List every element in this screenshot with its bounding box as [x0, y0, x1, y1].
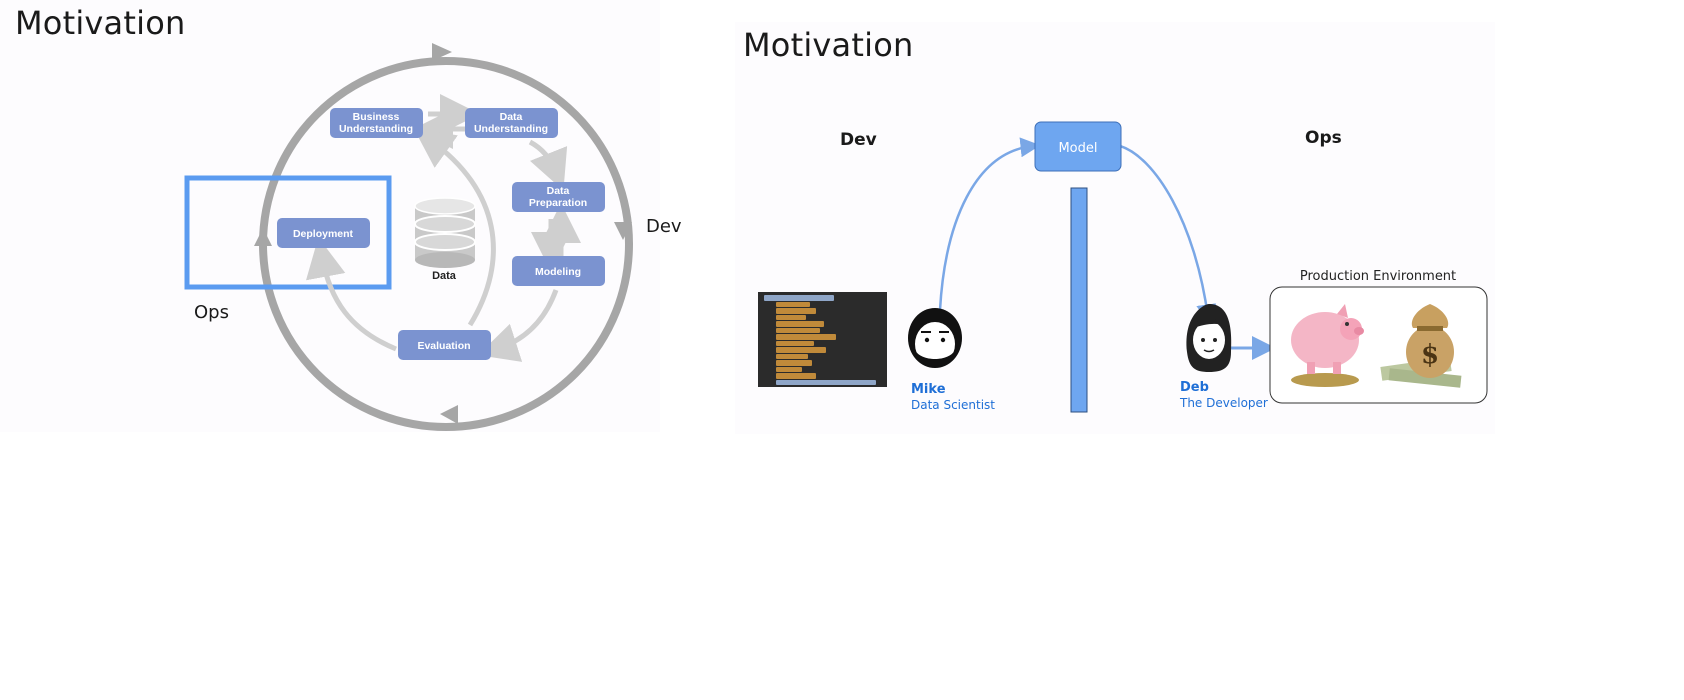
svg-text:Preparation: Preparation	[529, 197, 587, 209]
arrow-data-to-preparation	[528, 139, 568, 191]
crisp-dm-slide: Motivation	[0, 0, 682, 432]
arrow-mike-to-model	[938, 137, 1041, 311]
box-data-preparation: Data Preparation	[512, 182, 605, 212]
svg-text:$: $	[1421, 340, 1439, 370]
deb-avatar-icon	[1186, 304, 1232, 372]
circle-arrow-right	[614, 222, 632, 240]
arrow-evaluation-to-business	[413, 128, 496, 327]
svg-text:Understanding: Understanding	[474, 123, 548, 135]
circle-arrow-bottom	[440, 405, 458, 424]
dev-label: Dev	[840, 130, 877, 150]
database-icon	[414, 197, 476, 268]
dev-label: Dev	[646, 216, 682, 237]
mike-name: Mike	[911, 382, 946, 397]
ops-frame	[184, 175, 392, 290]
circle-arrow-top	[432, 43, 452, 61]
arrow-evaluation-to-deployment	[306, 237, 397, 352]
mike-avatar-icon	[908, 308, 962, 368]
data-label: Data	[432, 270, 457, 282]
box-business-understanding: Business Understanding	[330, 108, 423, 138]
svg-text:Data: Data	[547, 185, 570, 197]
box-evaluation: Evaluation	[398, 330, 491, 360]
crisp-dm-diagram: Business Understanding Data Understandin…	[184, 43, 633, 431]
ops-label: Ops	[194, 302, 229, 323]
model-label: Model	[1058, 141, 1097, 156]
box-data-understanding: Data Understanding	[465, 108, 558, 138]
piggy-bank-icon	[1291, 304, 1364, 387]
arrow-modeling-to-evaluation	[477, 289, 559, 362]
arrow-model-to-deb	[1119, 144, 1217, 325]
deb-name: Deb	[1180, 380, 1209, 395]
code-snippet-image	[758, 292, 887, 387]
box-deployment: Deployment	[277, 218, 370, 248]
money-bag-icon: $	[1380, 304, 1462, 388]
svg-text:Evaluation: Evaluation	[417, 340, 470, 352]
circle-arrow-left	[254, 228, 272, 246]
svg-text:Deployment: Deployment	[293, 228, 354, 240]
devops-slide: Motivation Dev Ops Model Production Envi…	[735, 22, 1495, 434]
svg-text:Modeling: Modeling	[535, 266, 581, 278]
svg-text:Data: Data	[500, 111, 523, 123]
deb-role: The Developer	[1180, 396, 1268, 410]
slide-title: Motivation	[15, 4, 186, 42]
ops-label: Ops	[1305, 128, 1342, 148]
wall-barrier	[1070, 187, 1088, 413]
devops-diagram: Model Production Environment $	[908, 121, 1488, 413]
mike-role: Data Scientist	[911, 398, 995, 412]
production-label: Production Environment	[1300, 269, 1456, 284]
svg-text:Understanding: Understanding	[339, 123, 413, 135]
svg-text:Business: Business	[353, 111, 400, 123]
box-modeling: Modeling	[512, 256, 605, 286]
slide-title: Motivation	[743, 26, 914, 64]
model-box	[1034, 121, 1122, 172]
